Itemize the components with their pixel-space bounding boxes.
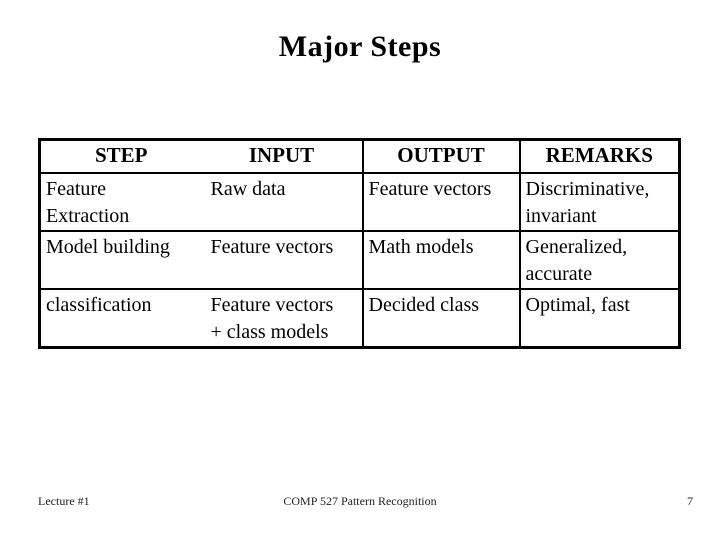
cell-output: Decided class: [361, 287, 521, 348]
cell-remarks: Generalized, accurate: [518, 229, 681, 290]
header-cell-output: OUTPUT: [361, 138, 521, 174]
cell-step: classification: [38, 287, 202, 348]
table-row-feature-extraction: Feature Extraction Raw data Feature vect…: [38, 171, 681, 232]
header-cell-input: INPUT: [200, 138, 364, 174]
cell-input: Raw data: [200, 171, 364, 232]
major-steps-table: STEP INPUT OUTPUT REMARKS Feature Extrac…: [38, 138, 681, 349]
cell-input: Feature vectors: [200, 229, 364, 290]
header-cell-step: STEP: [38, 138, 202, 174]
footer-lecture-label: Lecture #1: [38, 494, 90, 508]
cell-input: Feature vectors + class models: [200, 287, 364, 348]
header-cell-remarks: REMARKS: [518, 138, 681, 174]
cell-step: Feature Extraction: [38, 171, 202, 232]
table-row-classification: classification Feature vectors + class m…: [38, 287, 681, 348]
cell-output: Math models: [361, 229, 521, 290]
slide-title: Major Steps: [278, 30, 442, 63]
cell-remarks: Optimal, fast: [518, 287, 681, 348]
footer-page-number: 7: [687, 494, 693, 508]
cell-output: Feature vectors: [361, 171, 521, 232]
cell-remarks: Discriminative, invariant: [518, 171, 681, 232]
table-row-model-building: Model building Feature vectors Math mode…: [38, 229, 681, 290]
cell-step: Model building: [38, 229, 202, 290]
table-header-row: STEP INPUT OUTPUT REMARKS: [38, 138, 681, 174]
footer-course-label: COMP 527 Pattern Recognition: [283, 494, 437, 508]
